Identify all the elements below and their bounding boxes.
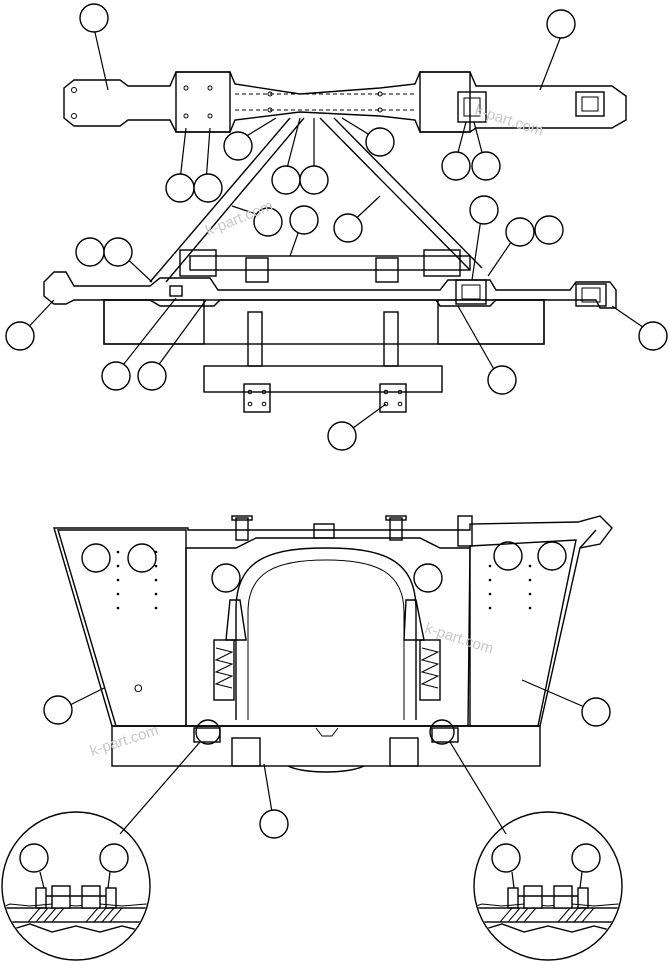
- bolt-pattern-right: [488, 564, 532, 610]
- right-cylinder: [403, 599, 441, 701]
- callout-balloon: [5, 321, 35, 351]
- watermark-text: k-part.com: [88, 722, 161, 760]
- detail-view-left: [1, 811, 151, 961]
- callout-balloon: [365, 127, 395, 157]
- callout-balloon: [581, 697, 611, 727]
- callout-balloon: [259, 809, 289, 839]
- callout-balloon: [43, 695, 73, 725]
- callout-balloon: [79, 3, 109, 33]
- callout-balloon: [441, 151, 471, 181]
- top-view-callouts: [5, 3, 668, 451]
- top-view-frame-assembly: [5, 3, 668, 451]
- callout-balloon: [99, 843, 129, 873]
- callout-balloon: [137, 361, 167, 391]
- middle-cross-member: [179, 249, 471, 283]
- callout-balloon: [546, 9, 576, 39]
- callout-balloon: [469, 195, 499, 225]
- callout-balloon: [193, 173, 223, 203]
- callout-balloon: [471, 151, 501, 181]
- upper-cross-member: [63, 71, 627, 133]
- callout-balloon: [223, 131, 253, 161]
- callout-balloon: [75, 237, 105, 267]
- base-block: [103, 299, 545, 413]
- callout-balloon: [638, 321, 668, 351]
- diagonal-braces: [149, 117, 483, 283]
- callout-balloon: [487, 365, 517, 395]
- detail-view-right: [473, 811, 623, 961]
- callout-balloon: [165, 173, 195, 203]
- callout-balloon: [505, 217, 535, 247]
- callout-balloon: [571, 843, 601, 873]
- callout-balloon: [103, 237, 133, 267]
- callout-balloon: [253, 207, 283, 237]
- callout-balloon: [101, 361, 131, 391]
- front-view-frame: O: [43, 515, 613, 839]
- callout-balloon: [289, 205, 319, 235]
- callout-balloon: [534, 215, 564, 245]
- watermark-text: k-part.com: [423, 620, 496, 658]
- callout-balloon: [327, 421, 357, 451]
- callout-balloon: [271, 165, 301, 195]
- left-cylinder: [213, 599, 247, 701]
- front-view-mark: O: [134, 683, 143, 695]
- callout-balloon: [19, 843, 49, 873]
- lower-main-beam: [43, 271, 617, 309]
- watermark-text: k-part.com: [473, 102, 546, 140]
- bolt-pattern-left: [116, 550, 158, 610]
- callout-balloon: [333, 213, 363, 243]
- callout-balloon: [299, 165, 329, 195]
- callout-balloon: [491, 843, 521, 873]
